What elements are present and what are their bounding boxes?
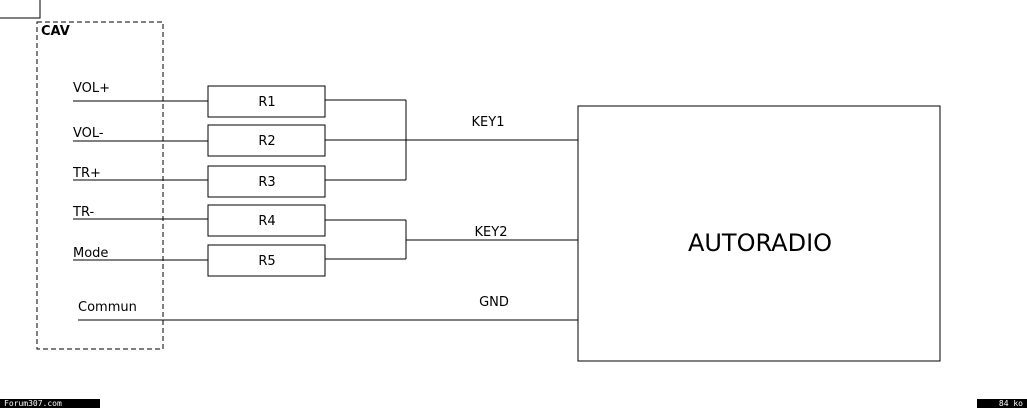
- resistor-r1-label: R1: [258, 95, 275, 110]
- gnd-label: GND: [479, 295, 509, 310]
- input-label-vol-minus: VOL-: [73, 126, 104, 141]
- autoradio-label: AUTORADIO: [688, 229, 832, 257]
- footer-size: 84 ko: [977, 399, 1027, 408]
- autoradio-box: [577, 105, 941, 362]
- input-label-mode: Mode: [73, 246, 108, 261]
- resistor-r3: [207, 165, 326, 198]
- resistor-r4-label: R4: [258, 214, 275, 229]
- resistor-r5-label: R5: [258, 254, 275, 269]
- cav-dashed-box: [36, 21, 164, 350]
- resistor-r5: [207, 244, 326, 277]
- cav-label: CAV: [41, 24, 70, 39]
- key1-label: KEY1: [472, 115, 505, 130]
- resistor-r1: [207, 85, 326, 118]
- input-label-tr-minus: TR-: [72, 205, 94, 220]
- footer-site: Forum307.com: [0, 399, 100, 408]
- resistor-r3-label: R3: [258, 175, 275, 190]
- resistor-r2-label: R2: [258, 134, 275, 149]
- resistor-r4: [207, 204, 326, 237]
- input-label-vol-plus: VOL+: [73, 81, 110, 96]
- key2-label: KEY2: [475, 225, 508, 240]
- page-corner-mark: [0, 0, 41, 19]
- input-label-tr-plus: TR+: [72, 166, 101, 181]
- input-label-commun: Commun: [78, 300, 137, 315]
